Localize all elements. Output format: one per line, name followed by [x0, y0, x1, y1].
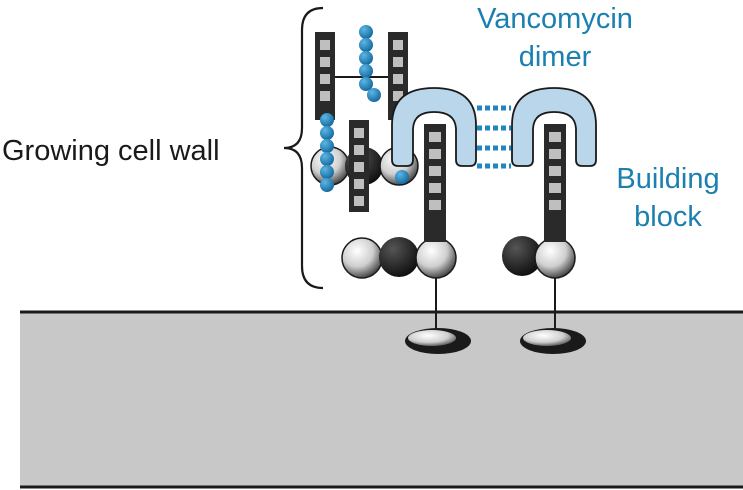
peptide-chain-icon — [315, 32, 335, 120]
blue-bead-icon — [359, 25, 381, 102]
building-block-label-line2: block — [634, 201, 702, 233]
brace-icon — [283, 6, 324, 290]
vancomycin-clamp-icon — [391, 87, 477, 167]
peptide-chain-icon — [424, 124, 446, 242]
cell-membrane — [20, 312, 743, 487]
dimer-bonds — [477, 105, 511, 169]
vancomycin-clamp-icon — [511, 87, 597, 167]
blue-bead-icon — [320, 113, 409, 192]
lipid-anchor-icon — [405, 328, 471, 354]
growing-cell-wall-label: Growing cell wall — [2, 135, 220, 167]
vancomycin-label-line2: dimer — [519, 41, 592, 73]
vancomycin-label-line1: Vancomycin — [477, 3, 633, 35]
sugar-bead-icon — [341, 236, 576, 279]
lipid-anchor-icon — [520, 328, 586, 354]
building-block-label-line1: Building — [616, 163, 719, 195]
peptide-chain-icon — [349, 120, 369, 212]
peptide-chain-icon — [544, 124, 566, 242]
